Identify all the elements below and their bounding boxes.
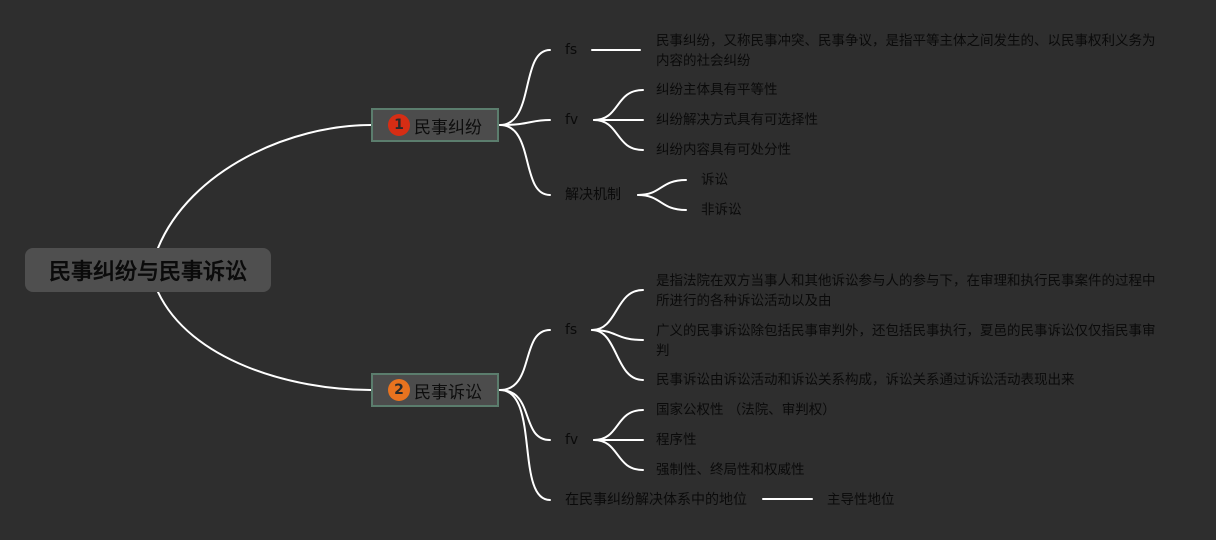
subtopic-label: 解决机制	[565, 187, 621, 203]
link-topic2-fs	[499, 329, 551, 391]
topic-label: 民事诉讼	[414, 382, 482, 403]
leaf-composition[interactable]: 民事诉讼由诉讼活动和诉讼关系构成，诉讼关系通过诉讼活动表现出来	[656, 370, 1075, 390]
subtopic-fs[interactable]: fs	[565, 320, 577, 340]
leaf-label: 诉讼	[701, 172, 728, 188]
leaf-public-power[interactable]: 国家公权性 （法院、审判权）	[656, 400, 836, 420]
leaf-label: 程序性	[656, 432, 697, 448]
leaf-label: 主导性地位	[827, 492, 895, 508]
link-topic2-position	[499, 389, 551, 501]
subtopic-label: 在民事纠纷解决体系中的地位	[565, 492, 747, 508]
subtopic-mechanism[interactable]: 解决机制	[565, 185, 621, 205]
link-topic1-fv	[499, 119, 551, 126]
topic-civil-dispute[interactable]: 1 民事纠纷	[371, 108, 499, 142]
link-fv1-leaf3	[593, 119, 644, 151]
leaf-procedural[interactable]: 程序性	[656, 430, 697, 450]
subtopic-label: fs	[565, 322, 578, 338]
leaf-equality[interactable]: 纠纷主体具有平等性	[656, 80, 778, 100]
leaf-authority[interactable]: 强制性、终局性和权威性	[656, 460, 805, 480]
link-fv1-leaf1	[593, 89, 644, 121]
priority-1-icon: 1	[388, 114, 410, 136]
link-fs2-leaf3	[591, 329, 644, 381]
subtopic-label: fv	[565, 112, 579, 128]
leaf-disposability[interactable]: 纠纷内容具有可处分性	[656, 140, 791, 160]
root-node[interactable]: 民事纠纷与民事诉讼	[25, 248, 271, 292]
leaf-definition[interactable]: 是指法院在双方当事人和其他诉讼参与人的参与下，在审理和执行民事案件的过程中所进行…	[656, 271, 1156, 311]
link-fv2-leaf1	[593, 409, 644, 441]
topic-label: 民事纠纷	[414, 117, 482, 138]
link-fv2-leaf3	[593, 439, 644, 471]
leaf-label: 纠纷主体具有平等性	[656, 82, 778, 98]
leaf-non-litigation[interactable]: 非诉讼	[701, 200, 742, 220]
root-label: 民事纠纷与民事诉讼	[48, 260, 247, 285]
leaf-litigation[interactable]: 诉讼	[701, 170, 728, 190]
topic-civil-litigation[interactable]: 2 民事诉讼	[371, 373, 499, 407]
leaf-label: 国家公权性 （法院、审判权）	[656, 402, 836, 418]
leaf-label: 纠纷内容具有可处分性	[656, 142, 791, 158]
leaf-broad-sense[interactable]: 广义的民事诉讼除包括民事审判外，还包括民事执行，夏邑的民事诉讼仅仅指民事审判	[656, 321, 1156, 361]
subtopic-label: fv	[565, 432, 579, 448]
subtopic-fv[interactable]: fv	[565, 110, 578, 130]
link-root-topic2	[157, 291, 372, 391]
leaf-label: 强制性、终局性和权威性	[656, 462, 805, 478]
leaf-label: 广义的民事诉讼除包括民事审判外，还包括民事执行，夏邑的民事诉讼仅仅指民事审判	[656, 323, 1156, 359]
leaf-label: 非诉讼	[701, 202, 742, 218]
priority-2-icon: 2	[388, 379, 410, 401]
link-topic1-fs	[499, 49, 551, 126]
subtopic-position[interactable]: 在民事纠纷解决体系中的地位	[565, 490, 747, 510]
link-mech-leaf1	[637, 179, 687, 196]
subtopic-fs[interactable]: fs	[565, 40, 577, 60]
link-fs2-leaf1	[591, 289, 644, 331]
leaf-label: 纠纷解决方式具有可选择性	[656, 112, 818, 128]
leaf-label: 民事诉讼由诉讼活动和诉讼关系构成，诉讼关系通过诉讼活动表现出来	[656, 372, 1075, 388]
subtopic-label: fs	[565, 42, 578, 58]
leaf-selectivity[interactable]: 纠纷解决方式具有可选择性	[656, 110, 818, 130]
leaf-label: 民事纠纷，又称民事冲突、民事争议，是指平等主体之间发生的、以民事权利义务为内容的…	[656, 33, 1156, 69]
link-topic1-mechanism	[499, 124, 551, 196]
leaf-definition[interactable]: 民事纠纷，又称民事冲突、民事争议，是指平等主体之间发生的、以民事权利义务为内容的…	[656, 31, 1156, 71]
leaf-dominant-position[interactable]: 主导性地位	[827, 490, 895, 510]
subtopic-fv[interactable]: fv	[565, 430, 578, 450]
leaf-label: 是指法院在双方当事人和其他诉讼参与人的参与下，在审理和执行民事案件的过程中所进行…	[656, 273, 1156, 309]
link-mech-leaf2	[637, 194, 687, 211]
link-root-topic1	[157, 124, 372, 249]
